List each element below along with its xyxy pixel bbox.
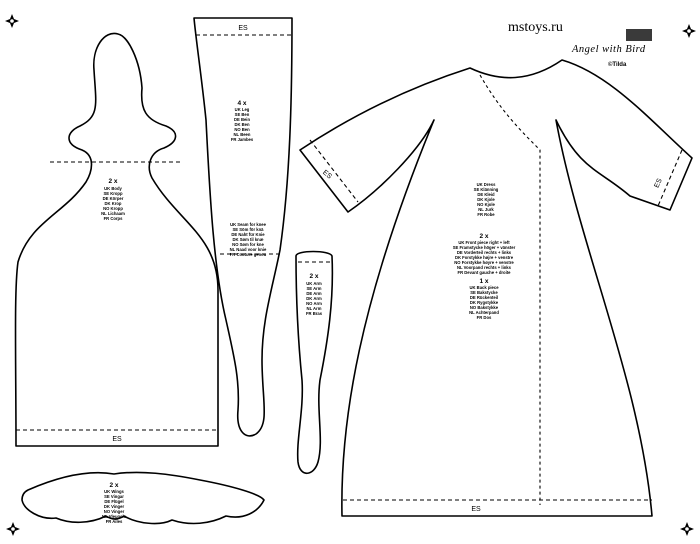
dress-front-count: 2 x [479, 233, 488, 240]
dress-front-label-line: FR Devant gauche + droite [458, 270, 512, 275]
arm-label-line: FR Bras [306, 311, 323, 316]
dress-front-label-line: UK Front piece right + left [458, 240, 510, 245]
leg-count: 4 x [237, 100, 246, 107]
dress-label-line: NO Kjole [477, 202, 495, 207]
dress-back-label-line: FR Dos [477, 315, 492, 320]
flower-ornament-icon [680, 522, 694, 536]
dress-outline [299, 59, 693, 517]
dress-front-label-line: NO Forstykke høyre + venstre [454, 260, 514, 265]
wing-count: 2 x [109, 482, 118, 489]
wing-outline [21, 471, 265, 525]
flower-ornament-icon [5, 14, 19, 28]
dress-right-cuff-label: ES [653, 177, 663, 189]
body-label-line: UK Body [104, 186, 122, 191]
arm-label-line: NL Arm [307, 306, 322, 311]
dress-seam-label: ES [471, 506, 481, 513]
leg-label-block: UK Leg SE Ben DE Bein DK Ben NO Ben NL B… [231, 107, 254, 142]
dress-front-label-line: NL Voorpand rechts + links [457, 265, 512, 270]
leg-label-line: NO Ben [234, 127, 250, 132]
dress-label-line: UK Dress [477, 182, 497, 187]
wing-pattern-piece: 2 x UK Wings SE Vingar DE Flügel DK Ving… [21, 471, 265, 525]
dress-back-label-line: DK Rygstykke [470, 300, 499, 305]
leg-knee-label-line: NL Naad voor knie [230, 247, 267, 252]
leg-knee-label-line: DK Søm til knæ [233, 237, 264, 242]
leg-label-line: NL Been [234, 132, 251, 137]
body-seam-label: ES [112, 436, 122, 443]
dress-back-label-line: SE Bakstycke [470, 290, 498, 295]
arm-label-line: DK Arm [306, 296, 322, 301]
body-label-line: NL Lichaam [101, 211, 125, 216]
body-label-line: FR Corps [104, 216, 124, 221]
leg-label-line: DE Bein [234, 117, 250, 122]
dress-front-label-block: UK Front piece right + left SE Framstyck… [453, 240, 516, 275]
wing-label-line: UK Wings [104, 489, 124, 494]
dress-back-label-block: UK Back piece SE Bakstycke DE Rückenteil… [469, 285, 499, 320]
arm-pattern-piece: 2 x UK Arm SE Arm DE Arm DK Arm NO Arm N… [295, 250, 334, 475]
leg-seam-label: ES [238, 25, 248, 32]
dress-front-label-line: SE Framstycke höger + vänster [453, 245, 516, 250]
dress-label-block: UK Dress SE Klänning DE Kleid DK Kjole N… [474, 182, 499, 217]
dress-front-label-line: DE Vorderteil rechts + links [457, 250, 512, 255]
leg-label-line: DK Ben [234, 122, 250, 127]
dress-center-seam [479, 74, 541, 505]
arm-count: 2 x [309, 273, 318, 280]
site-name: mstoys.ru [508, 20, 563, 35]
leg-knee-label-line: DE Naht für Knie [231, 232, 265, 237]
arm-label-block: UK Arm SE Arm DE Arm DK Arm NO Arm NL Ar… [306, 281, 323, 316]
dress-label-line: SE Klänning [474, 187, 499, 192]
leg-outline [193, 17, 293, 437]
wing-label-line: DK Vinger [104, 504, 125, 509]
flower-ornament-icon [682, 24, 696, 38]
leg-pattern-piece: ES 4 x UK Leg SE Ben DE Bein DK Ben NO B… [193, 17, 293, 437]
dress-pattern-piece: ES ES ES UK Dress SE Klänning DE Kleid D… [299, 59, 693, 517]
wing-label-line: SE Vingar [104, 494, 124, 499]
dress-label-line: NL Jurk [478, 207, 494, 212]
dress-front-label-line: DK Forstykke højre + venstre [455, 255, 514, 260]
arm-label-line: DE Arm [306, 291, 321, 296]
arm-label-line: UK Arm [306, 281, 322, 286]
wing-label-line: NL Vleugels [102, 514, 127, 519]
dress-label-line: FR Robe [477, 212, 495, 217]
body-pattern-piece: ES 2 x UK Body SE Kropp DE Körper DK Kro… [14, 32, 219, 447]
leg-label-line: UK Leg [235, 107, 250, 112]
dress-back-label-line: UK Back piece [469, 285, 499, 290]
dress-back-label-line: NL Achterpand [469, 310, 499, 315]
arm-label-line: SE Arm [307, 286, 322, 291]
arm-label-line: NO Arm [306, 301, 322, 306]
body-label-line: NO Kropp [103, 206, 123, 211]
dress-left-cuff-label: ES [321, 169, 333, 181]
dress-right-cuff-line [657, 149, 683, 207]
dress-left-cuff-line [309, 139, 359, 203]
wing-label-line: NO Vinger [104, 509, 125, 514]
wing-label-line: DE Flügel [104, 499, 123, 504]
wing-label-block: UK Wings SE Vingar DE Flügel DK Vinger N… [102, 489, 127, 524]
dress-back-label-line: DE Rückenteil [470, 295, 498, 300]
brand-subtitle: ©Tilda [608, 62, 627, 68]
leg-knee-label-line: NO Søm for kne [232, 242, 264, 247]
leg-knee-label-line: FR Couture genou [230, 252, 267, 257]
leg-knee-label-line: SE Söm för knä [233, 227, 265, 232]
leg-label-line: SE Ben [235, 112, 250, 117]
wing-label-line: FR Ailes [106, 519, 123, 524]
body-label-line: DK Krop [105, 201, 122, 206]
leg-knee-label-line: UK Seam for knee [230, 222, 267, 227]
arm-outline [295, 250, 334, 475]
dress-back-label-line: NO Bakstykke [470, 305, 499, 310]
dress-back-count: 1 x [479, 278, 488, 285]
body-count: 2 x [108, 178, 117, 185]
pattern-title: Angel with Bird [572, 44, 646, 55]
leg-knee-label-block: UK Seam for knee SE Söm för knä DE Naht … [230, 222, 267, 257]
dress-label-line: DE Kleid [477, 192, 495, 197]
body-label-line: SE Kropp [103, 191, 123, 196]
leg-label-line: FR Jambes [231, 137, 254, 142]
brand-logo-icon [626, 29, 652, 41]
body-label-line: DE Körper [103, 196, 124, 201]
dress-label-line: DK Kjole [477, 197, 495, 202]
flower-ornament-icon [6, 522, 20, 536]
body-label-block: UK Body SE Kropp DE Körper DK Krop NO Kr… [101, 186, 125, 221]
body-outline [14, 32, 219, 447]
